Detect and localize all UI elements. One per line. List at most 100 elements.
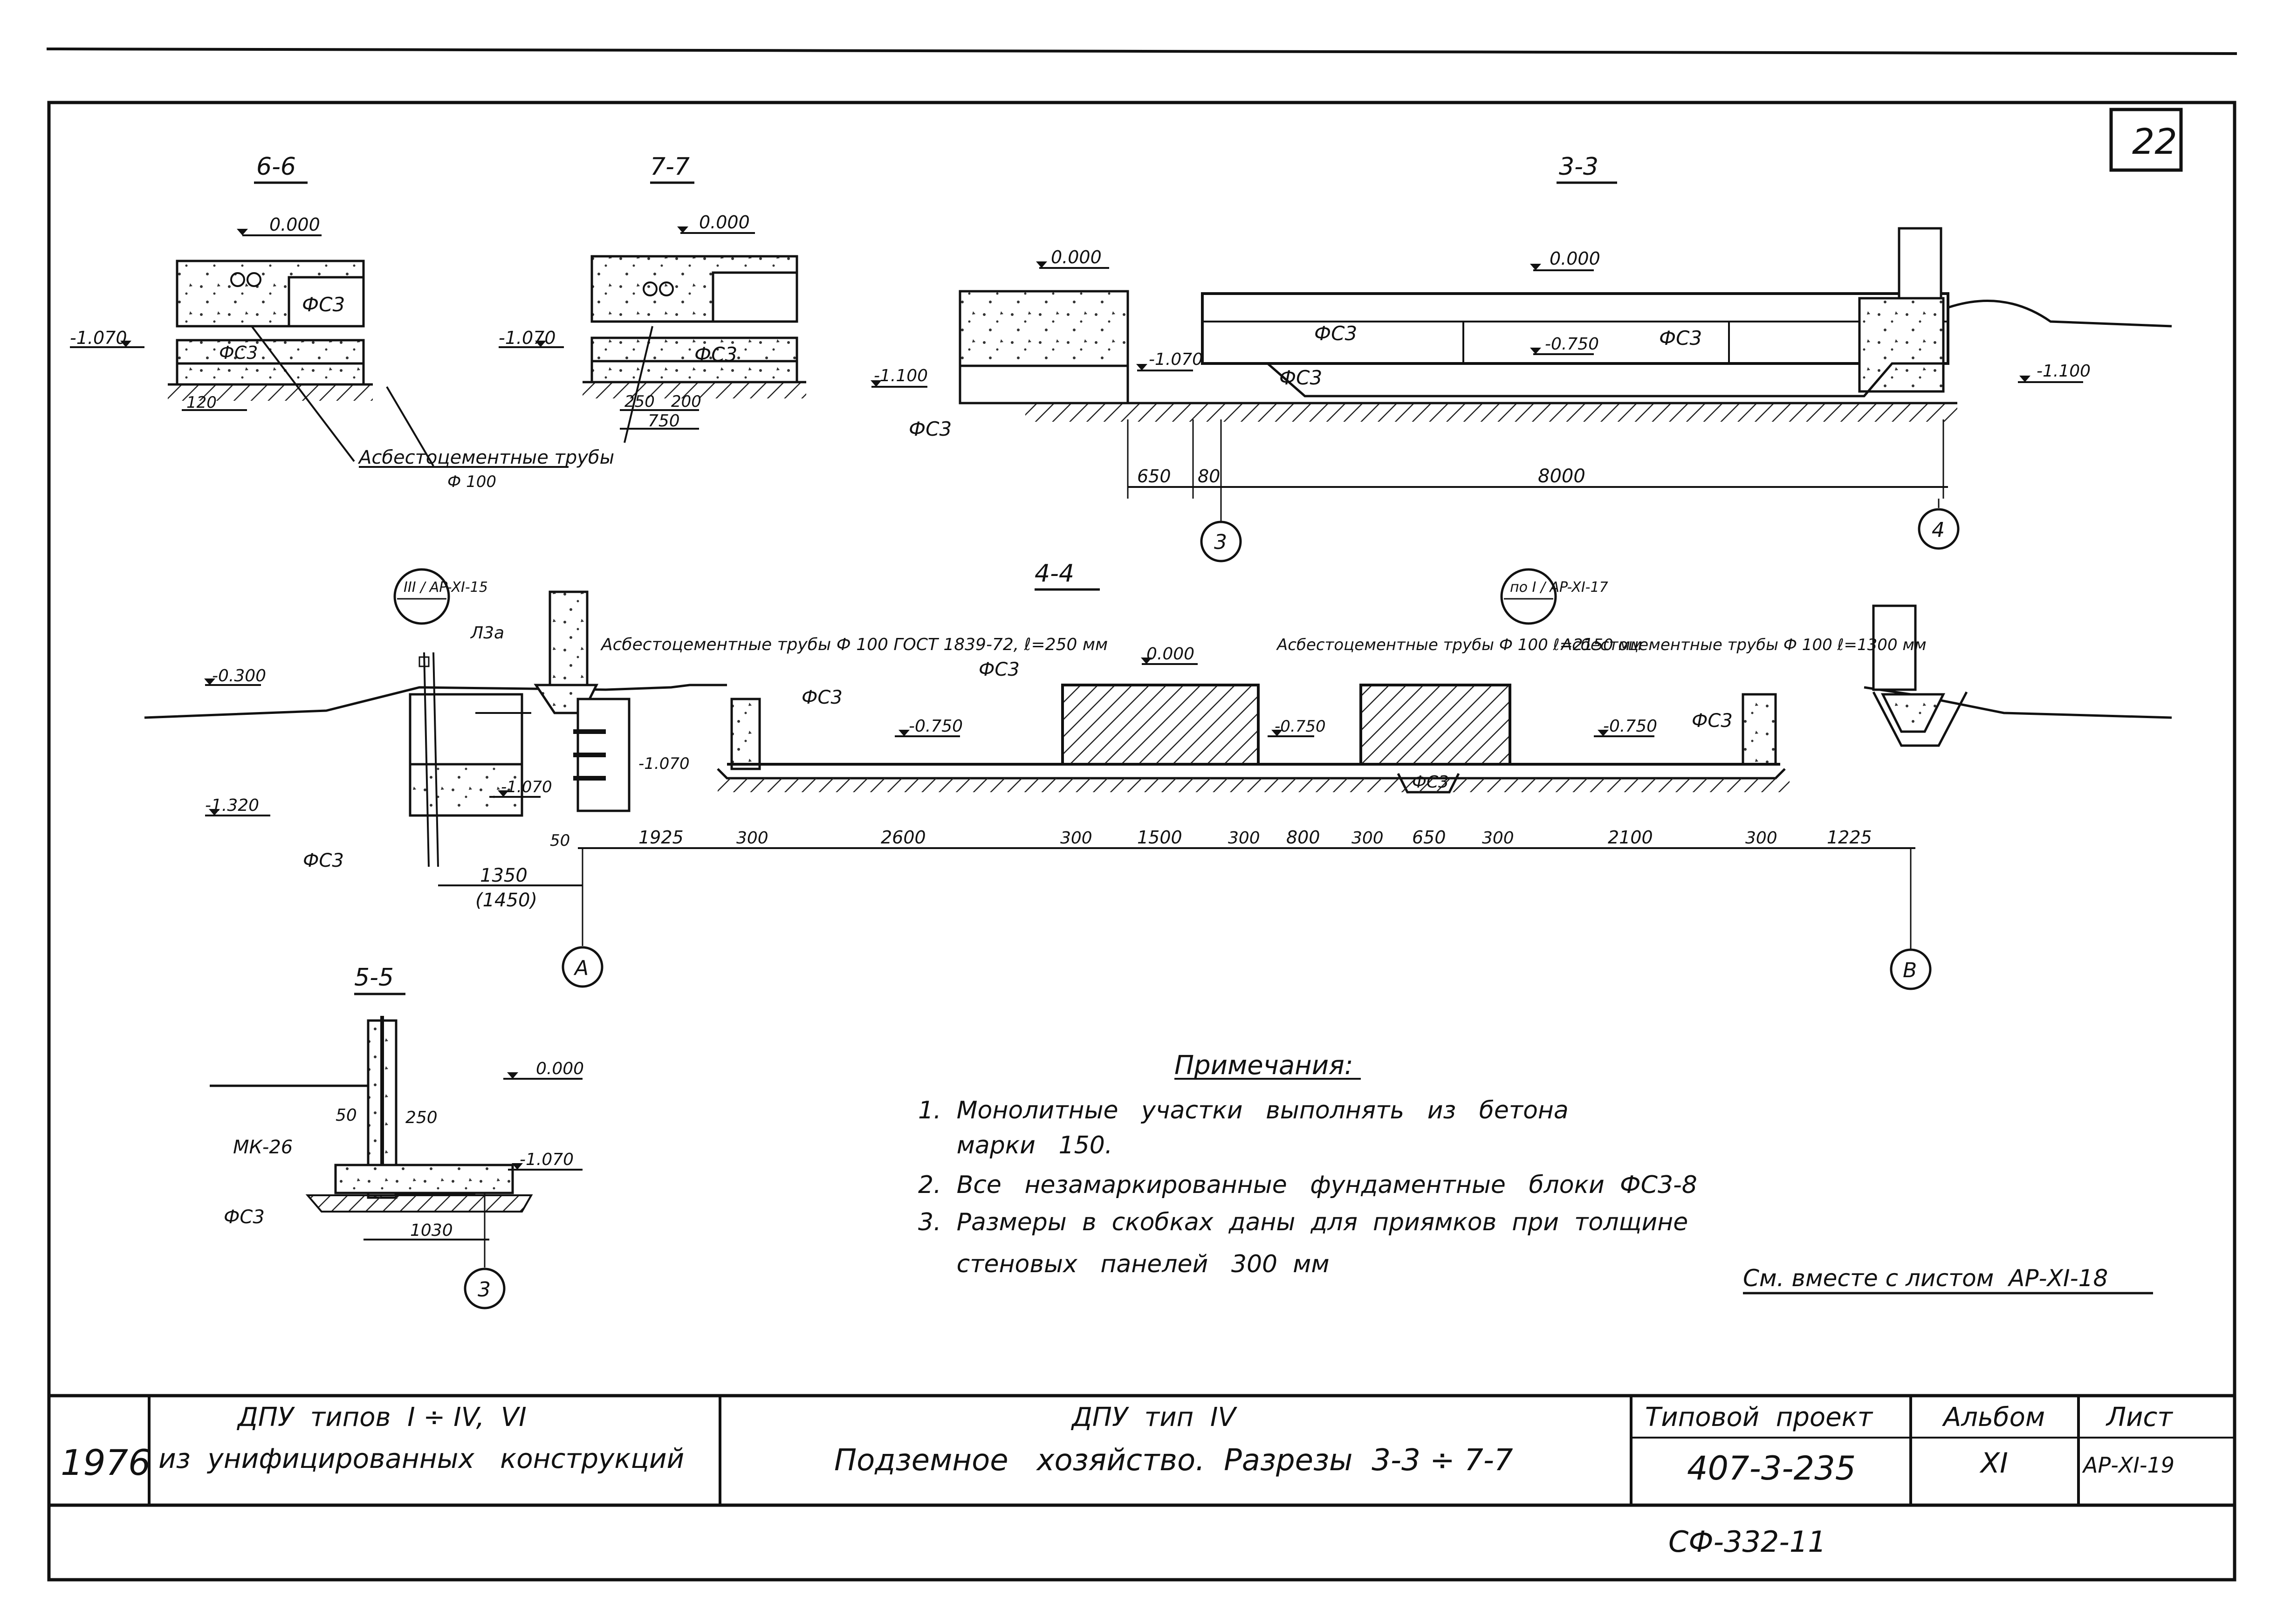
- s33-block-2: ФС3: [1314, 322, 1357, 345]
- section-5-5-title: 5-5: [354, 964, 394, 992]
- note-line-1: 1. Монолитные участки выполнять из бетон…: [918, 1096, 1569, 1124]
- s55-dim-250: 250: [405, 1108, 438, 1127]
- title-typical-label: Типовой проект: [1645, 1402, 1873, 1432]
- s44-dim-650: 650: [1412, 827, 1446, 848]
- s77-dim-750: 750: [648, 411, 680, 431]
- title-sheet-line2: Подземное хозяйство. Разрезы 3-3 ÷ 7-7: [834, 1443, 1513, 1478]
- s44-level-4: -1.070: [501, 778, 552, 796]
- s44-dim-2100: 2100: [1608, 827, 1653, 848]
- see-also-note: См. вместе с листом АР-XI-18: [1743, 1265, 2108, 1292]
- s33-level-1: 0.000: [1051, 247, 1102, 267]
- s33-level-2: 0.000: [1550, 248, 1600, 269]
- title-album-value: XI: [1979, 1447, 2008, 1480]
- s55-dim-50: 50: [336, 1106, 357, 1125]
- s77-block-label: ФС3: [694, 343, 737, 366]
- label-l3a: Л3а: [470, 624, 504, 643]
- s44-block-4: ФС3: [1412, 773, 1449, 792]
- s44-level-3: -1.070: [638, 754, 690, 773]
- callout-1: III / AP-XI-15: [404, 579, 488, 596]
- pipes-note-2: Асбестоцементные трубы Ф 100 ℓ=2150 мм: [1276, 636, 1642, 654]
- s77-dim-250: 250: [624, 392, 655, 411]
- s44-level-2: -1.320: [205, 796, 259, 815]
- s33-dim-80: 80: [1198, 466, 1220, 487]
- s33-level-5: -0.750: [1545, 335, 1599, 354]
- s44-dim-300-f: 300: [1745, 829, 1777, 848]
- section-7-7: [499, 181, 806, 443]
- stamp-code: СФ-332-11: [1668, 1525, 1826, 1559]
- s66-block-label: ФС3: [302, 293, 345, 316]
- s44-block-3: ФС3: [802, 687, 843, 708]
- s44-dim-1225: 1225: [1827, 827, 1872, 848]
- s44-dim-300-a: 300: [736, 829, 768, 848]
- s66-level-top: 0.000: [269, 214, 320, 235]
- title-album-label: Альбом: [1942, 1402, 2045, 1432]
- s77-level-top: 0.000: [699, 212, 750, 233]
- section-4-4: [144, 568, 2172, 990]
- pipes-note-3: Асбестоцементные трубы Ф 100 ℓ=1300 мм: [1560, 636, 1927, 654]
- s44-block-2: ФС3: [979, 659, 1020, 680]
- title-sheet-line1: ДПУ тип IV: [1070, 1402, 1237, 1432]
- title-project-line2: из унифицированных конструкций: [158, 1443, 684, 1474]
- note-line-3: 2. Все незамаркированные фундаментные бл…: [918, 1171, 1697, 1199]
- s44-dim-2600: 2600: [881, 827, 926, 848]
- s33-block-3: ФС3: [1659, 327, 1702, 349]
- s33-block-1: ФС3: [1279, 366, 1322, 389]
- s55-mk26: МК-26: [233, 1137, 293, 1158]
- note-line-2: марки 150.: [918, 1131, 1112, 1159]
- s55-axis-3: 3: [478, 1278, 491, 1302]
- s33-block-4: ФС3: [909, 418, 952, 440]
- title-list-label: Лист: [2106, 1402, 2173, 1432]
- section-7-7-title: 7-7: [650, 153, 690, 181]
- section-3-3-title: 3-3: [1559, 153, 1598, 181]
- callout-2: по I / AP-XI-17: [1510, 579, 1608, 596]
- s44-dim-1500: 1500: [1137, 827, 1182, 848]
- s44-dim-300-e: 300: [1482, 829, 1514, 848]
- s44-dim-1450: (1450): [475, 890, 537, 911]
- title-block: [47, 1394, 2236, 1507]
- s33-level-6: -1.100: [2037, 362, 2091, 381]
- s44-level-5: 0.000: [1146, 644, 1194, 664]
- s55-level-top: 0.000: [536, 1059, 584, 1078]
- s44-dim-800: 800: [1286, 827, 1320, 848]
- axis-B-label: В: [1903, 959, 1917, 982]
- pipes-label: Асбестоцементные трубы: [357, 447, 614, 468]
- section-6-6: [70, 181, 434, 467]
- s44-level-6: -0.750: [909, 717, 963, 736]
- s77-level-bottom: -1.070: [499, 328, 556, 348]
- s66-dim-120: 120: [186, 393, 217, 412]
- notes-heading: Примечания:: [1174, 1050, 1353, 1081]
- axis-A-label: А: [573, 956, 589, 980]
- s33-dim-8000: 8000: [1538, 466, 1585, 487]
- pipes-diameter: Ф 100: [447, 473, 496, 491]
- s44-dim-1925: 1925: [638, 827, 684, 848]
- note-line-4: 3. Размеры в скобках даны для приямков п…: [918, 1208, 1688, 1236]
- section-5-5: [210, 993, 583, 1309]
- title-list-value: АР-XI-19: [2082, 1453, 2174, 1478]
- s44-dim-300-c: 300: [1228, 829, 1260, 848]
- s44-level-8: -0.750: [1603, 717, 1657, 736]
- s44-level-1: -0.300: [212, 666, 266, 685]
- title-year: 1976: [61, 1442, 151, 1483]
- axis-3-label: 3: [1214, 530, 1227, 554]
- s33-level-3: -1.100: [874, 366, 928, 385]
- title-project-line1: ДПУ типов I ÷ IV, VI: [236, 1402, 527, 1432]
- s66-level-bottom: -1.070: [70, 328, 127, 348]
- pipes-note-1: Асбестоцементные трубы Ф 100 ГОСТ 1839-7…: [600, 635, 1108, 654]
- s55-dim-1030: 1030: [410, 1221, 453, 1240]
- note-line-5: стеновых панелей 300 мм: [918, 1250, 1330, 1278]
- section-6-6-title: 6-6: [256, 153, 296, 181]
- s33-dim-650: 650: [1137, 466, 1171, 487]
- sheet-number: 22: [2132, 121, 2177, 162]
- s77-dim-200: 200: [671, 392, 701, 411]
- section-4-4-title: 4-4: [1035, 560, 1074, 588]
- s44-block-1: ФС3: [303, 850, 344, 871]
- axis-4-label: 4: [1932, 518, 1945, 542]
- s66-block-label-lower: ФС3: [219, 343, 258, 363]
- s55-fs3: ФС3: [224, 1206, 265, 1228]
- s44-dim-300-d: 300: [1351, 829, 1384, 848]
- s44-dim-300-b: 300: [1060, 829, 1092, 848]
- s44-dim-1350: 1350: [480, 865, 528, 886]
- s44-dim-50: 50: [550, 831, 570, 850]
- s44-block-5: ФС3: [1692, 710, 1733, 732]
